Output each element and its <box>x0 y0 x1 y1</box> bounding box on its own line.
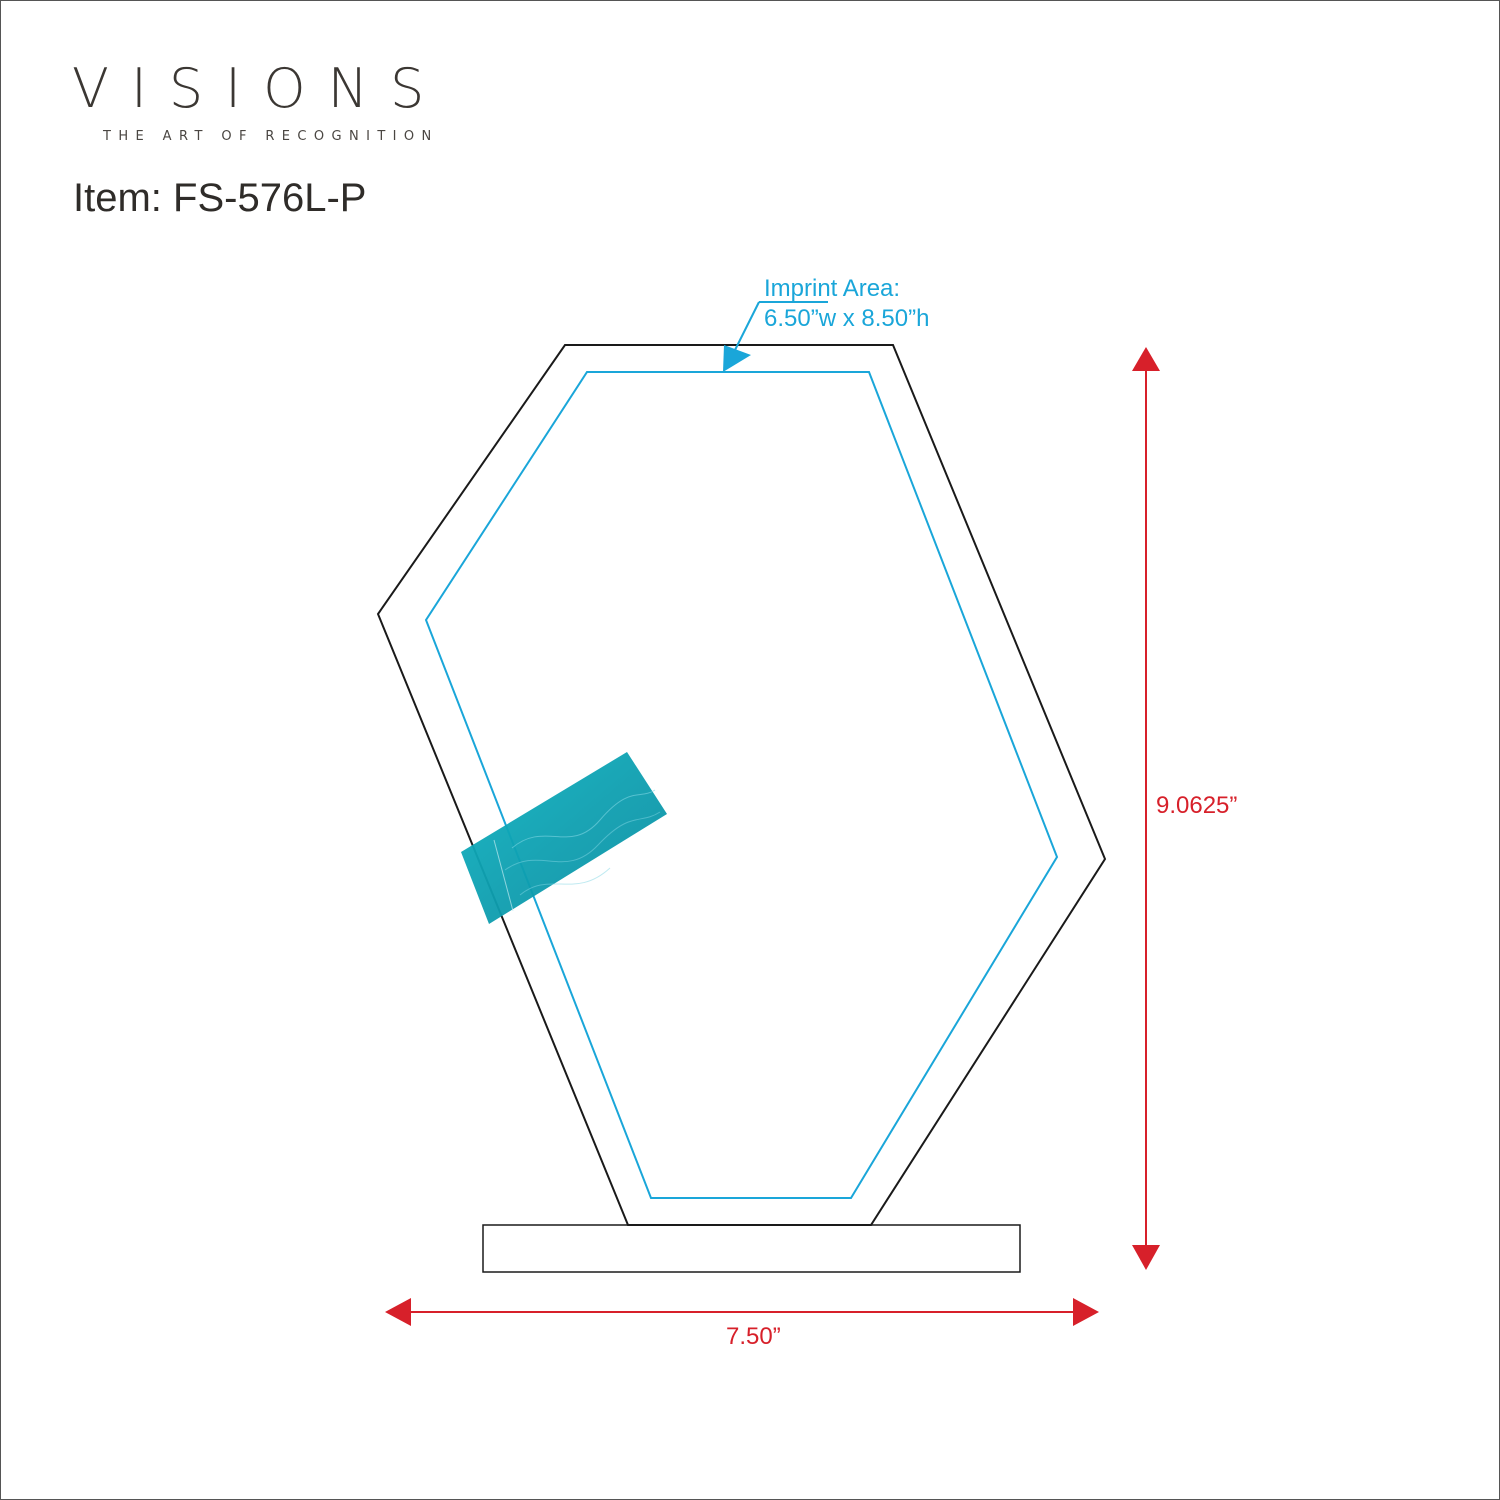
imprint-area-size: 6.50”w x 8.50”h <box>764 305 930 332</box>
imprint-leader-arrow <box>723 301 828 372</box>
item-number: Item: FS-576L-P <box>73 176 367 220</box>
imprint-area-label: Imprint Area: 6.50”w x 8.50”h <box>764 274 929 334</box>
brand-logo-text: VISIONS <box>72 57 447 120</box>
brand-tagline: THE ART OF RECOGNITION <box>103 129 439 144</box>
height-dimension-arrow <box>1132 347 1160 1270</box>
imprint-area-title: Imprint Area: <box>764 275 901 302</box>
award-outline <box>376 344 1107 1226</box>
height-dimension-label: 9.0625” <box>1156 792 1238 819</box>
award-base <box>482 1224 1021 1273</box>
width-dimension-label: 7.50” <box>726 1323 781 1350</box>
accent-band <box>461 752 667 924</box>
width-dimension-arrow <box>385 1298 1099 1326</box>
imprint-area-outline <box>424 371 1059 1199</box>
